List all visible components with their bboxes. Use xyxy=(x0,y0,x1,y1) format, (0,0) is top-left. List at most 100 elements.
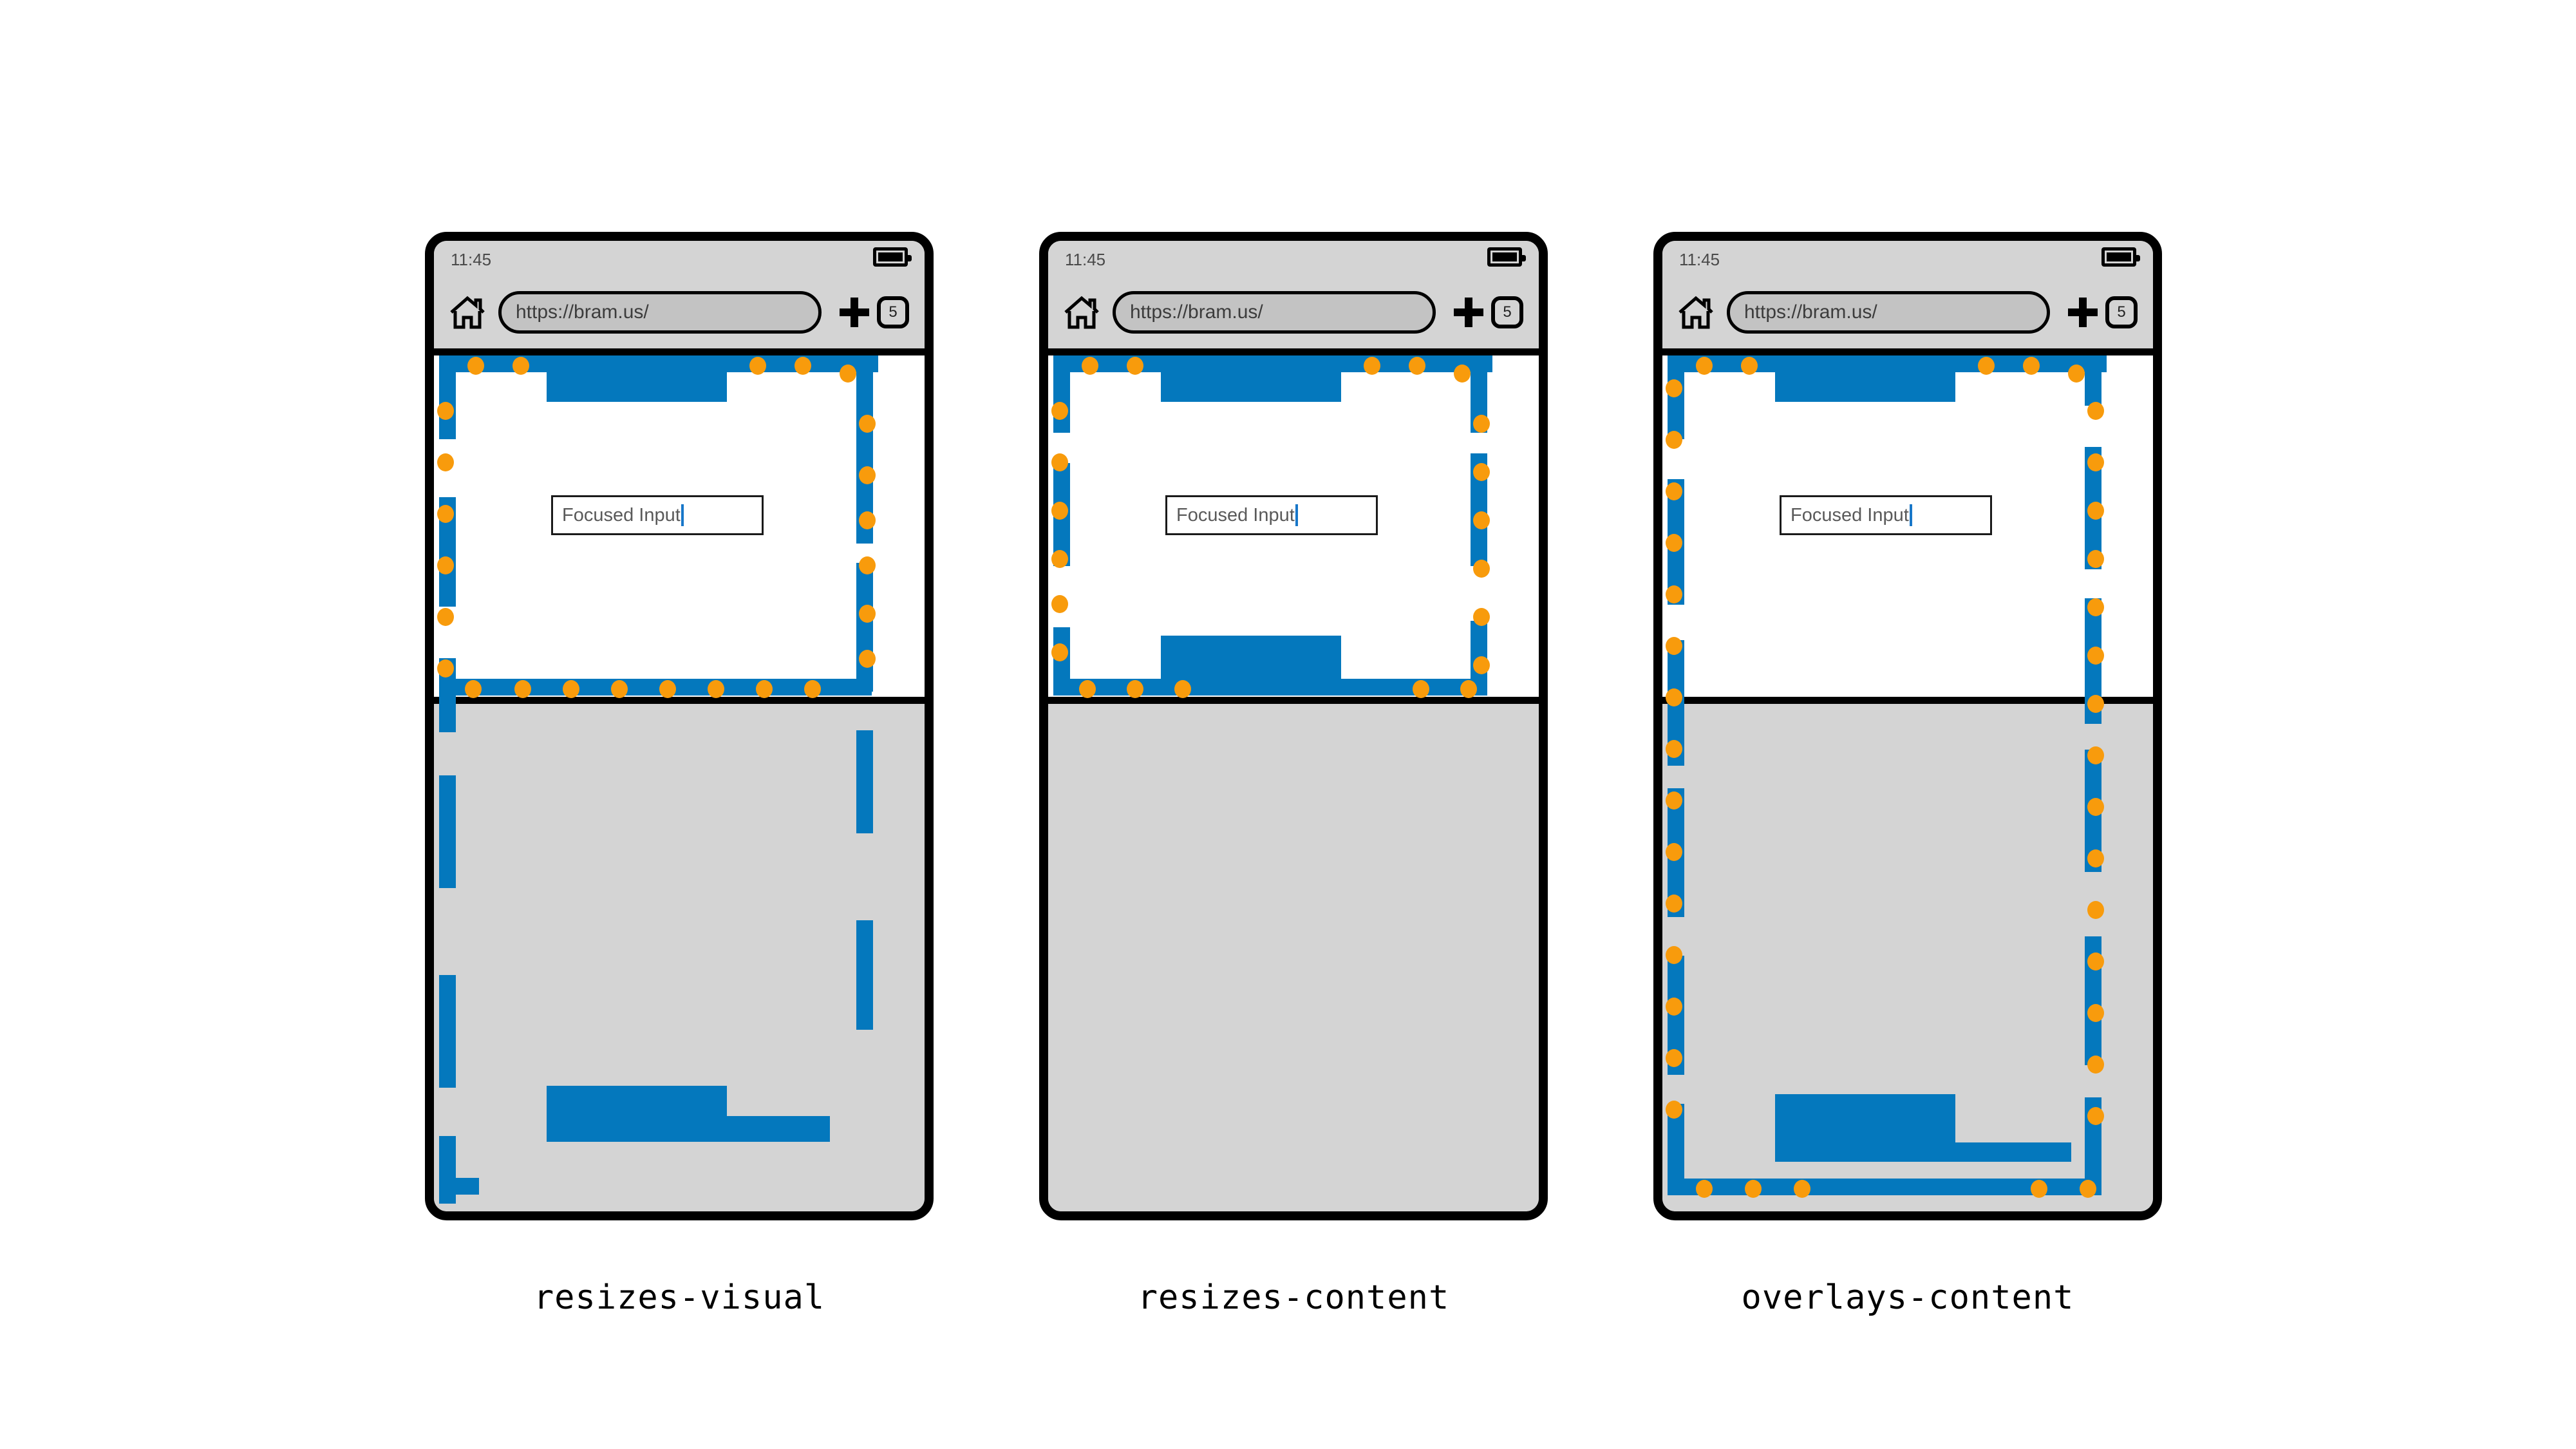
viewport-marker-dot xyxy=(437,453,454,471)
viewport-marker-dot xyxy=(1666,1049,1682,1067)
viewport-marker-dot xyxy=(611,680,628,698)
viewport-marker-dot xyxy=(1666,1101,1682,1119)
phone-screen: 11:45 https://bram.us/ 5 xyxy=(1662,241,2153,1211)
home-icon[interactable] xyxy=(1064,296,1100,329)
viewport-marker-dot xyxy=(1051,550,1068,568)
viewport-marker-dot xyxy=(859,605,876,623)
viewport-edge-left-kb-a xyxy=(439,775,456,888)
text-caret xyxy=(1909,504,1912,526)
panel-caption-resizes-content: resizes-content xyxy=(1137,1278,1450,1317)
viewport-marker-dot xyxy=(708,680,724,698)
viewport-marker-dot xyxy=(2087,849,2104,867)
viewport-marker-dot xyxy=(1745,1180,1762,1198)
viewport-marker-dot xyxy=(2087,647,2104,665)
viewport-marker-dot xyxy=(1473,511,1490,529)
phone-screen: 11:45 https://bram.us/ 5 xyxy=(1048,241,1539,1211)
viewport-marker-dot xyxy=(1666,740,1682,758)
viewport-marker-dot xyxy=(859,511,876,529)
viewport-marker-dot xyxy=(794,357,811,375)
viewport-marker-dot xyxy=(756,680,773,698)
viewport-marker-dot xyxy=(2023,357,2040,375)
viewport-marker-dot xyxy=(1127,680,1143,698)
viewport-edge-left-a xyxy=(1668,355,1684,439)
tab-count-label: 5 xyxy=(1503,303,1512,321)
url-text: https://bram.us/ xyxy=(516,301,649,323)
status-bar-time: 11:45 xyxy=(1679,250,1720,269)
viewport-marker-dot xyxy=(2087,502,2104,520)
viewport-edge-bottom xyxy=(1668,1179,2092,1195)
browser-chrome: 11:45 https://bram.us/ 5 xyxy=(1048,241,1539,355)
viewport-marker-dot xyxy=(2087,695,2104,713)
viewport-marker-dot xyxy=(659,680,676,698)
text-caret xyxy=(1295,504,1298,526)
virtual-keyboard xyxy=(1048,697,1539,1211)
viewport-marker-dot xyxy=(859,415,876,433)
viewport-marker-dot xyxy=(2087,1107,2104,1125)
phone-resizes-content: 11:45 https://bram.us/ 5 xyxy=(1039,232,1548,1220)
viewport-marker-dot xyxy=(1051,453,1068,471)
viewport-marker-dot xyxy=(1666,379,1682,397)
viewport-marker-dot xyxy=(2087,1004,2104,1022)
browser-toolbar: https://bram.us/ 5 xyxy=(1662,277,2153,348)
url-bar[interactable]: https://bram.us/ xyxy=(1113,291,1436,334)
focused-input-value: Focused Input xyxy=(562,504,681,526)
viewport-marker-dot xyxy=(1460,680,1477,698)
viewport-marker-dot xyxy=(563,680,579,698)
viewport-marker-dot xyxy=(749,357,766,375)
viewport-marker-dot xyxy=(1364,357,1380,375)
tab-count-button[interactable]: 5 xyxy=(2105,296,2138,328)
viewport-marker-dot xyxy=(1666,843,1682,861)
plus-icon[interactable] xyxy=(840,298,869,327)
viewport-marker-dot xyxy=(2087,798,2104,816)
viewport-marker-dot xyxy=(2087,901,2104,919)
viewport-marker-dot xyxy=(1696,357,1713,375)
viewport-marker-dot xyxy=(859,466,876,484)
viewport-marker-dot xyxy=(2087,1056,2104,1074)
viewport-marker-dot xyxy=(1741,357,1758,375)
home-icon[interactable] xyxy=(1678,296,1714,329)
viewport-edge-left-kb-b xyxy=(439,975,456,1088)
browser-toolbar: https://bram.us/ 5 xyxy=(1048,277,1539,348)
viewport-edge-left-kb-foot xyxy=(439,1178,479,1195)
viewport-marker-dot xyxy=(804,680,821,698)
viewport-edge-right-b xyxy=(856,563,873,692)
viewport-marker-dot xyxy=(465,680,482,698)
viewport-marker-dot xyxy=(2068,365,2085,383)
status-bar-time: 11:45 xyxy=(451,250,492,269)
viewport-marker-dot xyxy=(859,556,876,574)
viewport-marker-dot xyxy=(1666,585,1682,603)
tab-count-button[interactable]: 5 xyxy=(877,296,909,328)
viewport-marker-dot xyxy=(1174,680,1191,698)
focused-input-value: Focused Input xyxy=(1791,504,1909,526)
viewport-marker-dot xyxy=(1051,502,1068,520)
url-bar[interactable]: https://bram.us/ xyxy=(498,291,822,334)
viewport-marker-dot xyxy=(1082,357,1098,375)
phone-resizes-visual: 11:45 https://bram.us/ 5 xyxy=(425,232,934,1220)
text-caret xyxy=(681,504,684,526)
browser-toolbar: https://bram.us/ 5 xyxy=(434,277,925,348)
viewport-marker-dot xyxy=(1473,463,1490,481)
viewport-marker-dot xyxy=(437,402,454,420)
focused-input[interactable]: Focused Input xyxy=(1780,495,1992,535)
tab-count-button[interactable]: 5 xyxy=(1491,296,1523,328)
browser-chrome: 11:45 https://bram.us/ 5 xyxy=(1662,241,2153,355)
viewport-marker-dot xyxy=(514,680,531,698)
viewport-marker-dot xyxy=(1666,946,1682,964)
viewport-marker-dot xyxy=(1666,482,1682,500)
url-bar[interactable]: https://bram.us/ xyxy=(1727,291,2050,334)
viewport-edge-right-a xyxy=(2085,355,2101,406)
phone-screen: 11:45 https://bram.us/ 5 xyxy=(434,241,925,1211)
viewport-marker-dot xyxy=(2087,746,2104,764)
focused-input[interactable]: Focused Input xyxy=(1165,495,1378,535)
plus-icon[interactable] xyxy=(2068,298,2098,327)
content-block-bottom-wide xyxy=(547,1116,830,1142)
focused-input[interactable]: Focused Input xyxy=(551,495,764,535)
viewport-marker-dot xyxy=(1079,680,1096,698)
home-icon[interactable] xyxy=(449,296,485,329)
phone-overlays-content: 11:45 https://bram.us/ 5 xyxy=(1653,232,2162,1220)
focused-input-value: Focused Input xyxy=(1176,504,1295,526)
viewport-marker-dot xyxy=(1473,608,1490,626)
plus-icon[interactable] xyxy=(1454,298,1483,327)
viewport-edge-left-upper xyxy=(439,355,456,439)
